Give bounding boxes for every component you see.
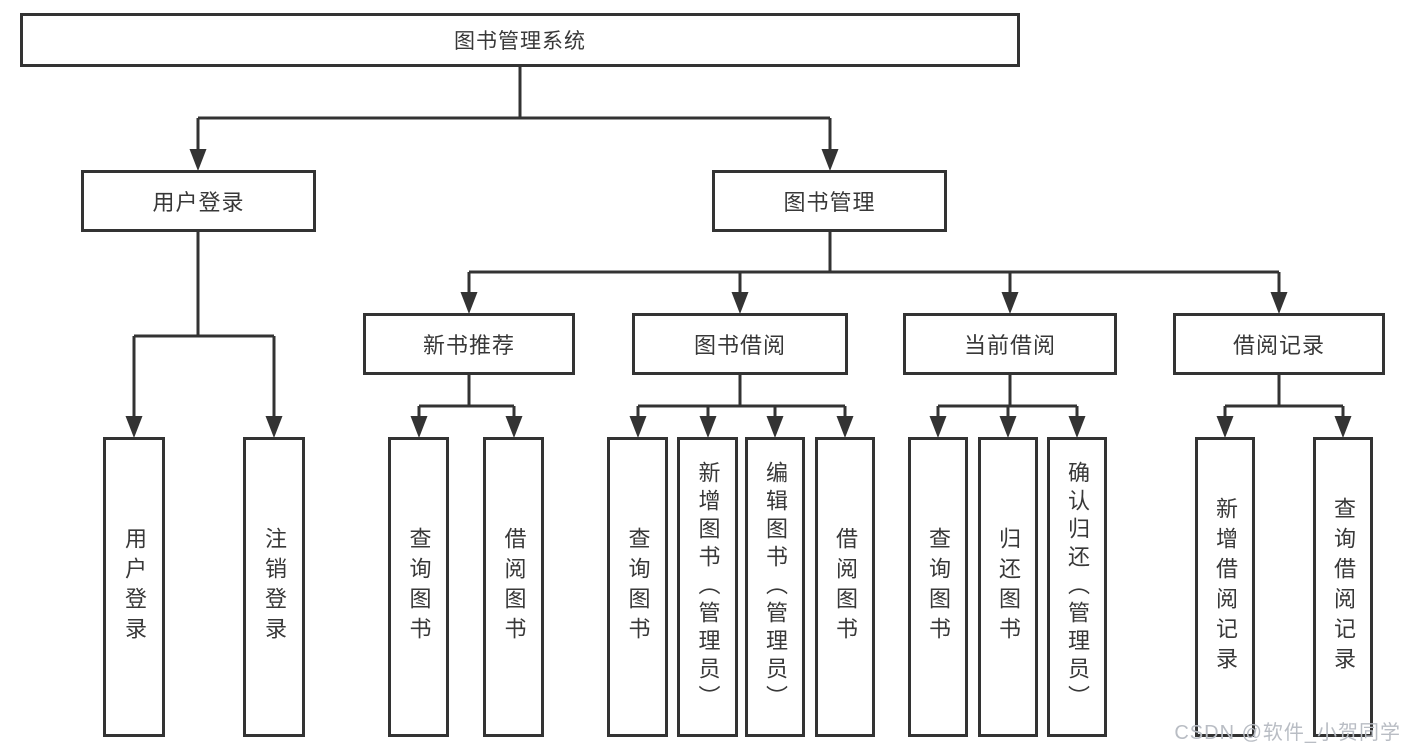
node-label: 查询借阅记录 <box>1331 497 1356 677</box>
node-new-book-recommend: 新书推荐 <box>363 313 575 375</box>
leaf-borrow-books-borrowing: 借阅图书 <box>815 437 875 737</box>
node-label: 借阅图书 <box>501 527 527 647</box>
node-label: 图书借阅 <box>693 333 786 358</box>
node-book-management: 图书管理 <box>712 170 947 232</box>
leaf-user-login: 用户登录 <box>103 437 165 737</box>
node-current-borrowing: 当前借阅 <box>903 313 1117 375</box>
node-label: 图书管理系统 <box>454 30 586 53</box>
node-label: 查询图书 <box>926 527 951 647</box>
leaf-confirm-return-admin: 确认归还（管理员） <box>1047 437 1107 737</box>
node-label: 归还图书 <box>996 527 1021 647</box>
node-label: 查询图书 <box>625 527 651 647</box>
node-label: 用户登录 <box>122 527 147 647</box>
node-label: 借阅图书 <box>833 527 858 647</box>
node-user-login: 用户登录 <box>81 170 316 232</box>
csdn-watermark: CSDN @软件_小贺同学 <box>1174 722 1401 744</box>
node-label: 图书管理 <box>783 190 876 215</box>
leaf-query-borrow-record: 查询借阅记录 <box>1313 437 1373 737</box>
node-label: 借阅记录 <box>1232 333 1325 358</box>
leaf-add-books-admin: 新增图书（管理员） <box>677 437 738 737</box>
node-root-library-system: 图书管理系统 <box>20 13 1020 67</box>
leaf-add-borrow-record: 新增借阅记录 <box>1195 437 1255 737</box>
node-label: 当前借阅 <box>963 333 1056 358</box>
leaf-query-books-borrowing: 查询图书 <box>607 437 668 737</box>
node-label: 用户登录 <box>152 190 245 215</box>
node-label: 确认归还（管理员） <box>1065 461 1090 713</box>
node-label: 注销登录 <box>262 527 287 647</box>
node-label: 新书推荐 <box>422 333 515 358</box>
node-book-borrowing: 图书借阅 <box>632 313 848 375</box>
node-label: 新增图书（管理员） <box>695 461 721 713</box>
node-label: 查询图书 <box>406 527 432 647</box>
node-label: 编辑图书（管理员） <box>763 461 788 713</box>
leaf-borrow-books-recommend: 借阅图书 <box>483 437 544 737</box>
leaf-edit-books-admin: 编辑图书（管理员） <box>745 437 805 737</box>
leaf-query-books-recommend: 查询图书 <box>388 437 449 737</box>
leaf-return-books: 归还图书 <box>978 437 1038 737</box>
leaf-logout: 注销登录 <box>243 437 305 737</box>
node-borrowing-records: 借阅记录 <box>1173 313 1385 375</box>
node-label: 新增借阅记录 <box>1213 497 1238 677</box>
leaf-query-books-current: 查询图书 <box>908 437 968 737</box>
